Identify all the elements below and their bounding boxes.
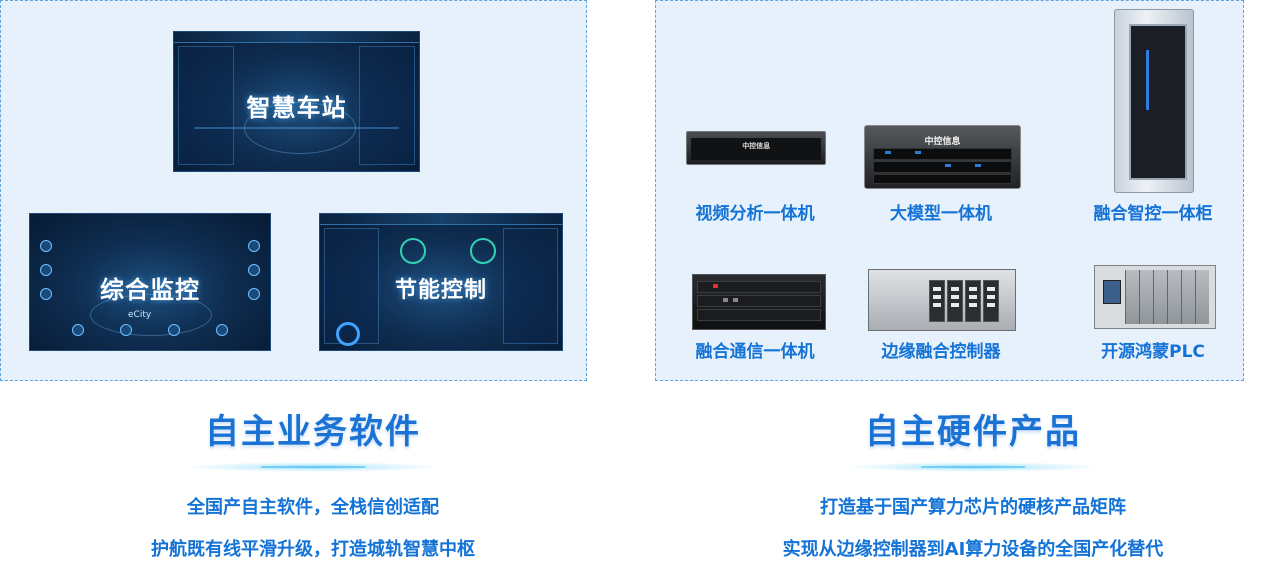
hardware-desc-line-1: 打造基于国产算力芯片的硬核产品矩阵 [820, 497, 1126, 518]
network-port [733, 298, 738, 302]
smart-control-cabinet-label: 融合智控一体柜 [1093, 204, 1213, 224]
smart-station-label: 智慧车站 [246, 94, 347, 122]
ecity-logo: eCity [128, 310, 152, 320]
drive-led [885, 151, 891, 154]
hardware-panel: 中控信息 视频分析一体机 中控信息 大模型一体机 融合智控一体柜 融合通信一体机… [655, 0, 1244, 381]
drive-bay [873, 174, 1012, 184]
openharmony-plc-label: 开源鸿蒙PLC [1101, 342, 1205, 362]
card-slot [697, 295, 821, 307]
heading-glow-divider [843, 462, 1103, 472]
comm-server-label: 融合通信一体机 [695, 342, 815, 362]
brand-logo: 中控信息 [742, 142, 771, 150]
feature-icon [72, 324, 84, 336]
network-port [723, 298, 728, 302]
feature-icon [216, 324, 228, 336]
plc-module [1139, 270, 1153, 324]
drive-led [945, 164, 951, 167]
io-module [983, 280, 999, 322]
plc-module [1153, 270, 1167, 324]
track-line [193, 127, 400, 129]
platform-ring [244, 102, 356, 154]
hardware-heading: 自主硬件产品 [865, 412, 1081, 452]
status-icon [248, 240, 260, 252]
base-ring [90, 294, 212, 336]
io-module [947, 280, 963, 322]
card-slot [697, 281, 821, 293]
screen-header-bar [174, 32, 419, 43]
energy-control-screenshot: 节能控制 [319, 213, 563, 351]
feature-icon [168, 324, 180, 336]
edge-controller-label: 边缘融合控制器 [881, 342, 1001, 362]
energy-control-label: 节能控制 [394, 278, 487, 303]
screen-right-panel [359, 46, 415, 165]
gauge-icon [336, 322, 360, 346]
plc-display [1103, 280, 1121, 304]
io-module [965, 280, 981, 322]
status-icon [248, 264, 260, 276]
software-heading: 自主业务软件 [205, 412, 421, 452]
card-slot [697, 309, 821, 321]
openharmony-plc-image [1094, 265, 1216, 329]
video-analysis-server-image: 中控信息 [686, 131, 826, 165]
smart-station-screenshot: 智慧车站 [173, 31, 420, 172]
smart-control-cabinet-image [1114, 9, 1194, 193]
feature-icon [120, 324, 132, 336]
plc-module [1195, 270, 1209, 324]
llm-server-image: 中控信息 [864, 125, 1021, 189]
software-panel: 智慧车站 综合监控 eCity 节能控制 [0, 0, 587, 381]
status-icon [40, 264, 52, 276]
status-icon [248, 288, 260, 300]
plc-module [1167, 270, 1181, 324]
screen-right-panel [502, 228, 558, 344]
status-led [713, 284, 718, 288]
llm-server-label: 大模型一体机 [890, 204, 992, 224]
edge-controller-image [868, 269, 1016, 331]
status-icon [40, 240, 52, 252]
cabinet-door [1129, 24, 1187, 180]
io-module [929, 280, 945, 322]
screen-header-bar [320, 214, 562, 225]
status-icon [40, 288, 52, 300]
drive-bay [873, 161, 1012, 173]
left-icon-column [40, 240, 52, 300]
software-desc-line-2: 护航既有线平滑升级，打造城轨智慧中枢 [151, 539, 475, 560]
hardware-desc-line-2: 实现从边缘控制器到AI算力设备的全国产化替代 [782, 539, 1164, 560]
plc-module [1125, 270, 1139, 324]
heading-glow-divider [183, 462, 443, 472]
plc-module [1181, 270, 1195, 324]
screen-left-panel [178, 46, 234, 165]
gauge-icon [400, 238, 426, 264]
comm-server-image [692, 274, 826, 330]
video-analysis-label: 视频分析一体机 [695, 204, 815, 224]
drive-led [915, 151, 921, 154]
indicator-strip [1146, 50, 1150, 110]
right-icon-column [248, 240, 260, 300]
integrated-monitoring-label: 综合监控 [100, 276, 200, 304]
brand-logo: 中控信息 [924, 137, 961, 147]
server-front [691, 138, 821, 160]
drive-led [975, 164, 981, 167]
drive-bay [873, 148, 1012, 160]
bottom-icon-row [72, 324, 228, 336]
gauge-icon [470, 238, 496, 264]
software-desc-line-1: 全国产自主软件，全栈信创适配 [187, 497, 439, 518]
integrated-monitoring-screenshot: 综合监控 eCity [29, 213, 271, 351]
